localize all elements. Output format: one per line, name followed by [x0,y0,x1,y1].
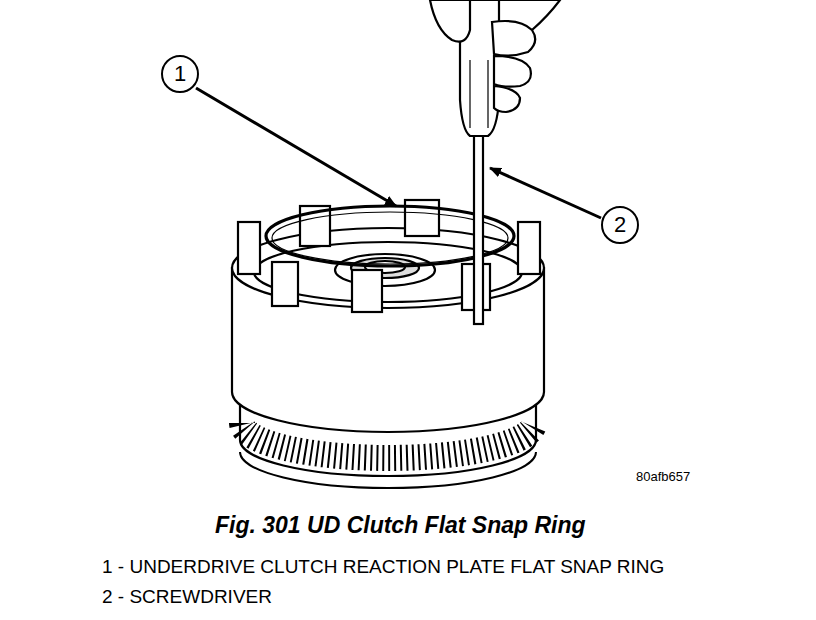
hub [335,254,435,286]
clutch-retainer [232,200,544,488]
legend-line: 2 - SCREWDRIVER [102,586,272,608]
finger [494,86,520,112]
hand-back [499,0,560,30]
clutch-tab [238,222,260,274]
clutch-tab [352,270,382,312]
callout-number: 1 [174,63,186,85]
callout-number: 2 [614,214,626,236]
clutch-tab [518,222,540,274]
band-bottom [240,452,536,488]
finger [494,56,531,87]
clutch-tab [272,262,298,306]
legend-line: 1 - UNDERDRIVE CLUTCH REACTION PLATE FLA… [102,556,664,578]
screwdriver-shaft [474,132,483,324]
flat-snap-ring-inner [272,212,508,264]
finger [492,21,535,56]
hand [430,0,560,112]
figure-code: 80afb657 [636,470,690,485]
leader-arrow [490,168,601,218]
handle-flutes [470,60,488,128]
thumb [430,0,470,42]
leader-arrow [196,88,396,206]
callout-circle: 2 [601,206,639,244]
figure-caption: Fig. 301 UD Clutch Flat Snap Ring [215,512,586,538]
drum-rim [232,228,544,308]
callout-circle: 1 [161,55,199,93]
